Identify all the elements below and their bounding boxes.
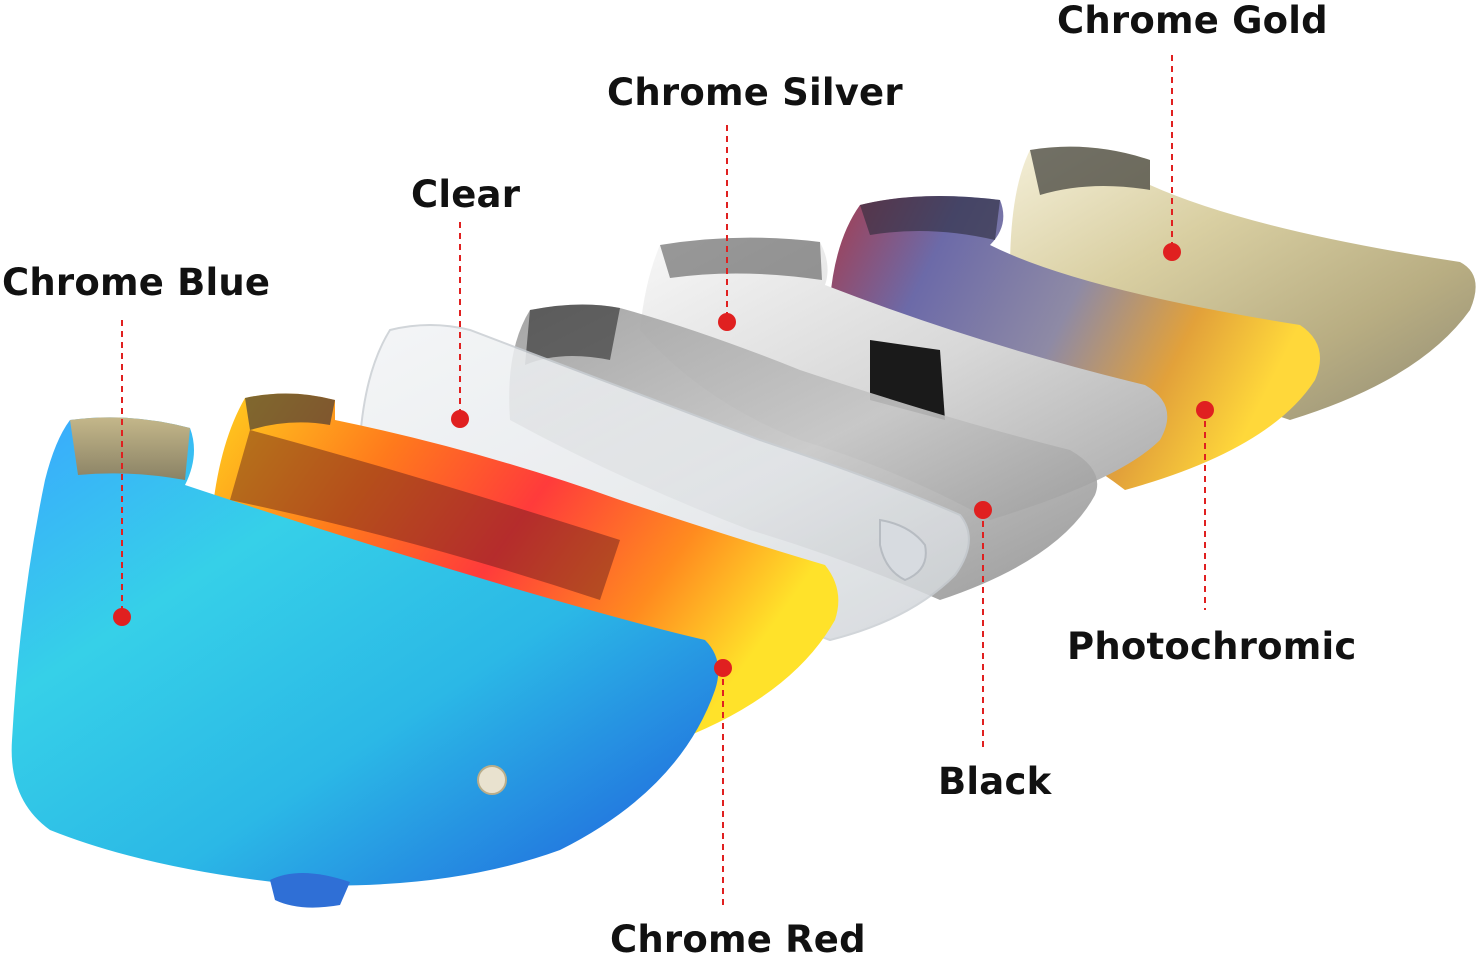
callout-chrome-blue (113, 320, 131, 626)
visor-clear (358, 324, 970, 642)
label-chrome-red: Chrome Red (610, 918, 866, 955)
callout-photochromic (1196, 401, 1214, 610)
callout-black (974, 501, 992, 748)
label-chrome-blue: Chrome Blue (2, 261, 271, 304)
label-chrome-silver: Chrome Silver (607, 71, 903, 114)
visor-chrome-gold (1010, 146, 1476, 420)
label-clear: Clear (411, 173, 521, 216)
label-photochromic: Photochromic (1067, 625, 1357, 668)
label-black: Black (938, 760, 1052, 803)
callout-chrome-gold (1163, 55, 1181, 261)
visor-chrome-blue (11, 417, 719, 908)
callout-clear (451, 222, 469, 428)
callout-chrome-red (714, 659, 732, 908)
visor-photochromic (830, 196, 1320, 490)
callout-chrome-silver (718, 125, 736, 331)
label-chrome-gold: Chrome Gold (1057, 0, 1328, 42)
